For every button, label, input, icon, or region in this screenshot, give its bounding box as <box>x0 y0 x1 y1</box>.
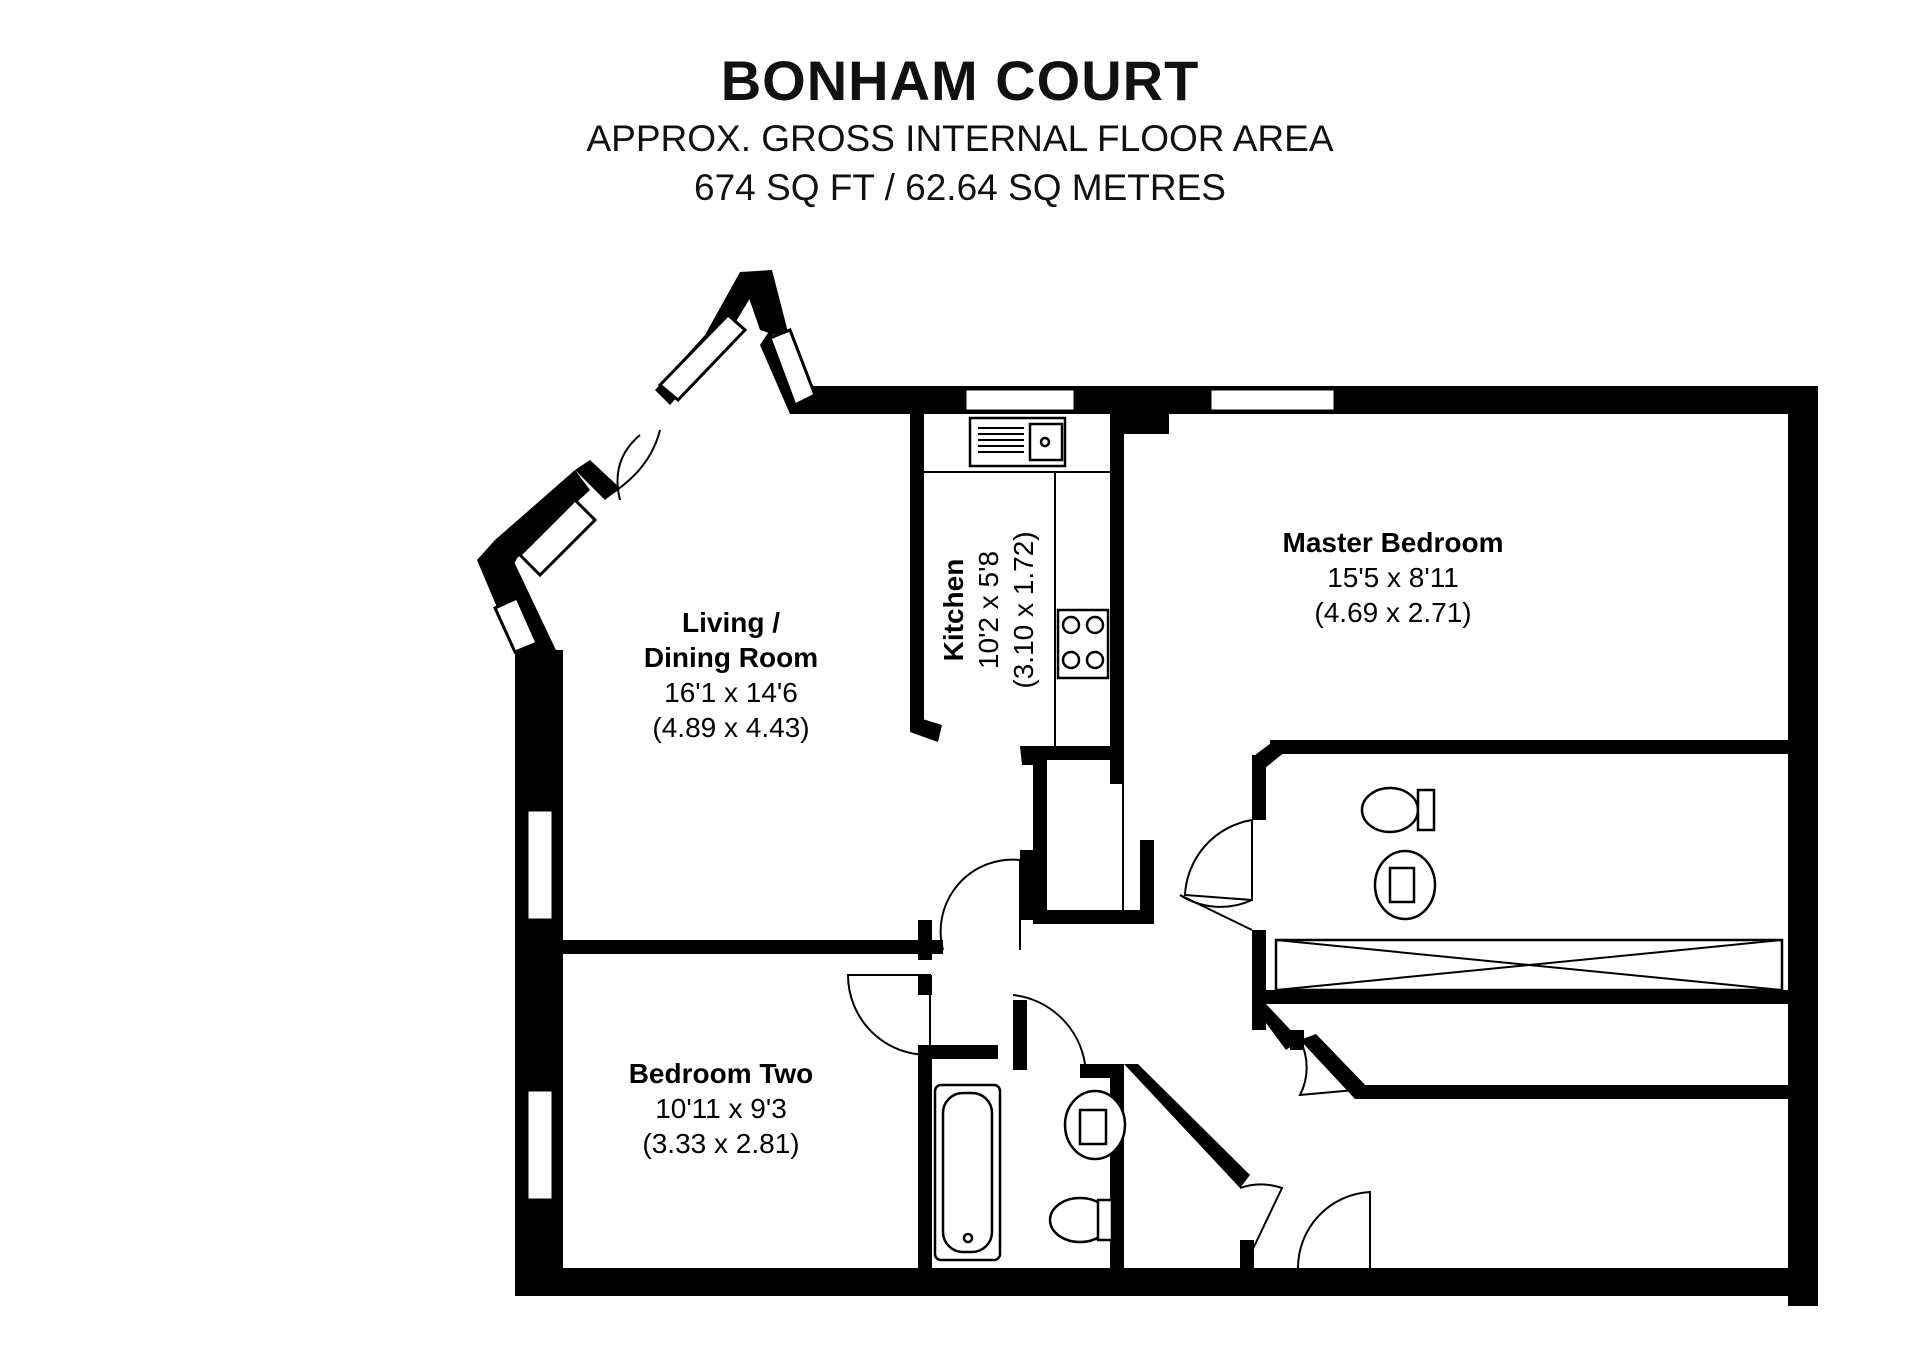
bedroom-two-name: Bedroom Two <box>629 1058 814 1089</box>
floor-area-value: 674 SQ FT / 62.64 SQ METRES <box>694 167 1226 208</box>
floor-area-label: APPROX. GROSS INTERNAL FLOOR AREA <box>586 118 1334 159</box>
door-swing-master <box>1183 818 1253 902</box>
door-swing-entrance <box>1296 1190 1371 1269</box>
master-bedroom-name: Master Bedroom <box>1283 527 1504 558</box>
bedroom-two-imperial: 10'11 x 9'3 <box>655 1093 787 1124</box>
window-living-left <box>525 808 555 922</box>
bedroom-two-metric: (3.33 x 2.81) <box>642 1128 799 1159</box>
doors <box>607 429 1371 1269</box>
door-swing-store <box>1239 1183 1284 1256</box>
kitchen-metric: (3.10 x 1.72) <box>1008 531 1039 688</box>
living-room-name-1: Living / <box>682 607 780 638</box>
door-swing-ensuite <box>1179 894 1253 931</box>
ensuite-toilet <box>1360 786 1420 834</box>
kitchen-imperial: 10'2 x 5'8 <box>973 551 1004 669</box>
bathroom-fittings <box>933 1083 1127 1262</box>
living-room-name-2: Dining Room <box>644 642 818 673</box>
room-labels: Living / Dining Room 16'1 x 14'6 (4.89 x… <box>629 527 1504 1159</box>
door-swing-living <box>939 858 1021 951</box>
window-kitchen <box>963 387 1077 413</box>
door-swing-bay-1 <box>607 429 661 497</box>
window-living-diagonal-2 <box>517 497 598 578</box>
kitchen-name: Kitchen <box>938 559 969 662</box>
door-swing-bay-2 <box>616 434 641 501</box>
plan-title: BONHAM COURT <box>720 49 1200 112</box>
door-swing-bathroom <box>1012 994 1086 1065</box>
windows <box>493 312 1337 1202</box>
kitchen-fittings <box>924 416 1110 746</box>
living-room-imperial: 16'1 x 14'6 <box>664 677 798 708</box>
door-swing-bedroom-two <box>846 974 931 1057</box>
master-bedroom-imperial: 15'5 x 8'11 <box>1327 562 1459 593</box>
interior-walls <box>563 414 1788 1296</box>
door-swing-cupboard <box>1298 1039 1356 1097</box>
window-master-bedroom <box>1208 387 1337 413</box>
window-bay-right <box>768 328 817 408</box>
window-bay-left <box>657 312 748 403</box>
window-living-diagonal-1 <box>493 596 539 654</box>
ensuite-fittings <box>1274 786 1784 992</box>
window-bedroom-two-left <box>525 1088 555 1202</box>
master-bedroom-metric: (4.69 x 2.71) <box>1314 597 1471 628</box>
living-room-metric: (4.89 x 4.43) <box>652 712 809 743</box>
